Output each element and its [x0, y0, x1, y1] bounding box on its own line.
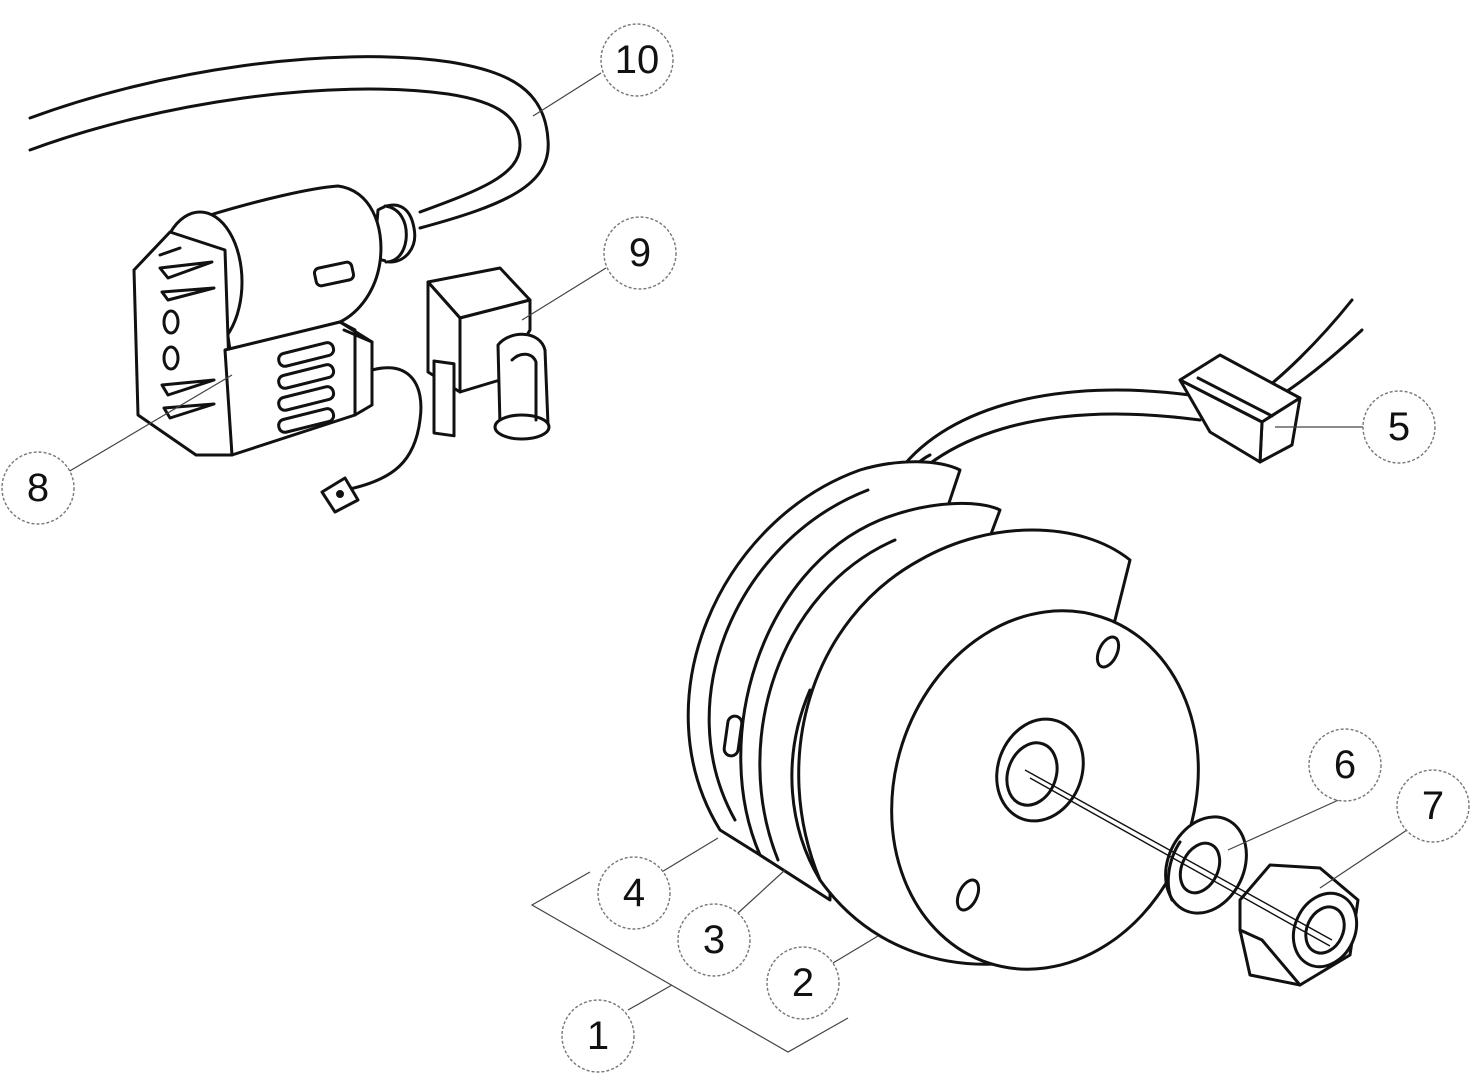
callout-3: 3: [677, 903, 751, 977]
callout-6: 6: [1308, 728, 1382, 802]
callout-label: 4: [623, 871, 645, 915]
hex-nut: [1238, 863, 1360, 987]
stator-wire-and-connector: [843, 298, 1364, 642]
callout-1: 1: [561, 999, 635, 1073]
callout-label: 10: [615, 38, 660, 82]
callout-2: 2: [766, 946, 840, 1020]
shaft-axis: [1024, 769, 1333, 941]
flywheel-assembly: [686, 460, 1200, 971]
callout-label: 2: [792, 961, 814, 1005]
callout-10: 10: [600, 23, 674, 97]
callout-label: 8: [27, 466, 49, 510]
callout-4: 4: [597, 856, 671, 930]
leader-lines: [67, 72, 1408, 1011]
callout-9: 9: [603, 216, 677, 290]
callout-label: 9: [629, 231, 651, 275]
callout-label: 5: [1388, 405, 1410, 449]
callout-8: 8: [1, 451, 75, 525]
callout-5: 5: [1362, 390, 1436, 464]
washer: [1164, 815, 1248, 915]
callout-label: 3: [703, 918, 725, 962]
spark-plug-cap: [426, 266, 551, 441]
callout-label: 7: [1422, 784, 1444, 828]
callout-label: 1: [587, 1014, 609, 1058]
ignition-cable: [28, 55, 550, 230]
assembly-bracket: [530, 871, 849, 1053]
callout-7: 7: [1396, 769, 1470, 843]
callout-label: 6: [1334, 743, 1356, 787]
ignition-coil: [132, 184, 423, 514]
